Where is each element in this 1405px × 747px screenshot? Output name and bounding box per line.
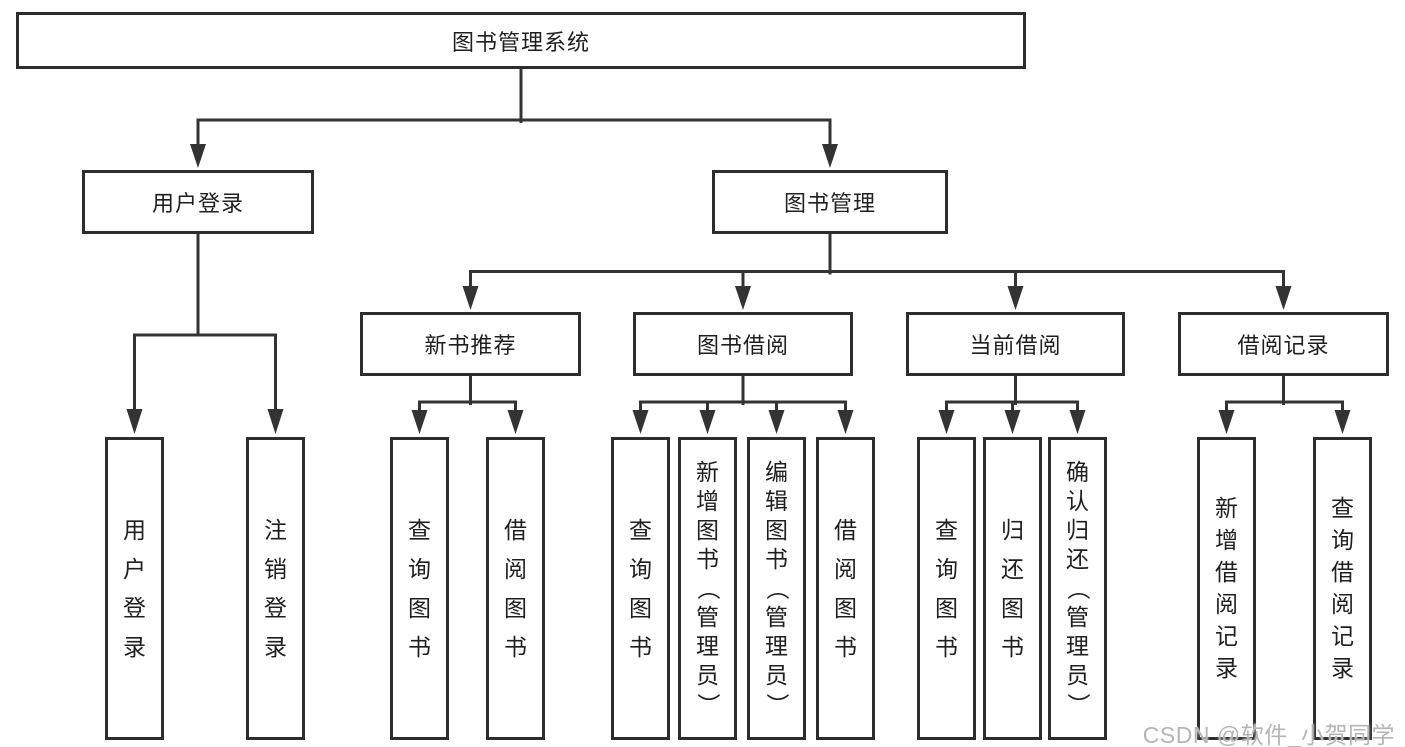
leaf-current-query-books-label: 查询图书 <box>935 516 958 660</box>
node-library-system: 图书管理系统 <box>16 12 1026 69</box>
leaf-current-return-books: 归还图书 <box>983 437 1042 740</box>
leaf-recommend-query-books-label: 查询图书 <box>408 516 431 660</box>
node-borrow-records: 借阅记录 <box>1178 312 1389 376</box>
node-borrow-records-label: 借阅记录 <box>1237 333 1330 358</box>
leaf-records-query-record-label: 查询借阅记录 <box>1331 495 1354 681</box>
leaf-current-return-books-label: 归还图书 <box>1001 516 1024 660</box>
leaf-records-add-record-label: 新增借阅记录 <box>1215 495 1238 681</box>
leaf-borrow-add-books-admin-label: 新增图书（管理员） <box>695 459 721 717</box>
node-current-borrow-label: 当前借阅 <box>969 333 1062 358</box>
connector-book-borrow <box>639 373 847 414</box>
leaf-records-query-record: 查询借阅记录 <box>1313 437 1372 740</box>
leaf-logout: 注销登录 <box>246 437 305 740</box>
node-book-management-label: 图书管理 <box>783 191 876 216</box>
arrowheads <box>126 144 1351 434</box>
leaf-borrow-borrow-books-label: 借阅图书 <box>834 516 857 660</box>
leaf-borrow-add-books-admin: 新增图书（管理员） <box>678 437 737 740</box>
node-user-login: 用户登录 <box>82 170 314 234</box>
leaf-borrow-edit-books-admin: 编辑图书（管理员） <box>747 437 806 740</box>
leaf-current-confirm-return-admin-label: 确认归还（管理员） <box>1065 459 1091 717</box>
connector-book-management <box>469 231 1285 290</box>
leaf-recommend-query-books: 查询图书 <box>390 437 449 740</box>
node-book-borrow: 图书借阅 <box>633 312 853 376</box>
node-library-system-label: 图书管理系统 <box>451 29 590 55</box>
leaf-current-query-books: 查询图书 <box>917 437 976 740</box>
connector-user-login <box>133 231 277 413</box>
node-new-book-recommend-label: 新书推荐 <box>424 333 517 358</box>
connector-root <box>196 66 832 148</box>
leaf-borrow-borrow-books: 借阅图书 <box>816 437 875 740</box>
leaf-logout-label: 注销登录 <box>264 516 287 660</box>
leaf-user-login-label: 用户登录 <box>123 516 146 660</box>
leaf-recommend-borrow-books: 借阅图书 <box>486 437 545 740</box>
leaf-borrow-query-books-label: 查询图书 <box>629 516 652 660</box>
node-current-borrow: 当前借阅 <box>906 312 1125 376</box>
node-new-book-recommend: 新书推荐 <box>360 312 581 376</box>
node-user-login-label: 用户登录 <box>151 191 244 216</box>
connector-current-borrow <box>945 373 1079 414</box>
node-book-borrow-label: 图书借阅 <box>696 333 789 358</box>
leaf-borrow-edit-books-admin-label: 编辑图书（管理员） <box>764 459 790 717</box>
watermark: CSDN @软件_小贺同学 <box>1142 722 1395 747</box>
leaf-recommend-borrow-books-label: 借阅图书 <box>504 516 527 660</box>
leaf-records-add-record: 新增借阅记录 <box>1197 437 1256 740</box>
leaf-borrow-query-books: 查询图书 <box>611 437 670 740</box>
connector-new-book-recommend <box>418 373 517 414</box>
node-book-management: 图书管理 <box>712 170 948 234</box>
connector-borrow-records <box>1225 373 1344 414</box>
leaf-user-login: 用户登录 <box>105 437 164 740</box>
leaf-current-confirm-return-admin: 确认归还（管理员） <box>1048 437 1107 740</box>
